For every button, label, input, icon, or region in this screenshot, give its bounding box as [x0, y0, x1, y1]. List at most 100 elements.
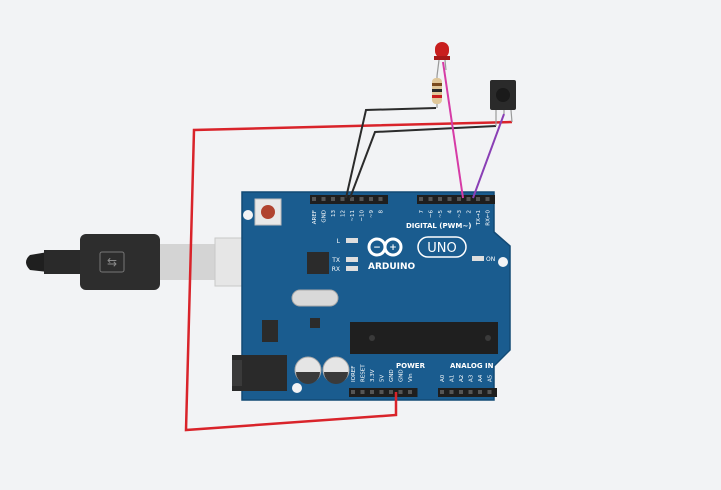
mounting-hole — [498, 257, 508, 267]
pin-label: 3.3V — [370, 369, 376, 382]
svg-text:⇆: ⇆ — [107, 255, 117, 269]
header-pin[interactable] — [428, 197, 433, 201]
pin-label: 8 — [379, 210, 385, 214]
header-pin[interactable] — [398, 390, 403, 394]
pin-label: 2 — [467, 210, 473, 214]
brand-label: ARDUINO — [368, 262, 416, 272]
pin-label: ~10 — [360, 210, 366, 222]
pin-label: TX→1 — [476, 210, 482, 226]
pin-label: A5 — [488, 374, 494, 382]
header-pin[interactable] — [321, 197, 326, 201]
header-pin[interactable] — [350, 197, 354, 201]
pin-label: A0 — [440, 374, 446, 382]
pin-label: GND — [389, 369, 395, 382]
pin-label: GND — [322, 210, 328, 223]
wire-signal-led[interactable] — [442, 61, 464, 199]
mounting-hole — [292, 383, 302, 393]
mounting-hole — [243, 210, 253, 220]
header-pin[interactable] — [476, 197, 480, 201]
wire-signal-ir[interactable] — [472, 113, 505, 199]
header-pin[interactable] — [419, 197, 423, 201]
usb-cable[interactable]: ⇆ — [26, 234, 276, 290]
ir-receiver[interactable] — [490, 80, 516, 126]
mounting-hole — [498, 367, 508, 377]
pin-label: ~9 — [369, 210, 375, 219]
led-l-label: L — [337, 238, 341, 245]
pin-label: AREF — [312, 210, 318, 224]
header-pin[interactable] — [487, 390, 492, 394]
pin-label: 12 — [341, 210, 347, 217]
usb-chip — [307, 252, 329, 274]
header-pin[interactable] — [359, 197, 364, 201]
header-pin[interactable] — [312, 197, 316, 201]
model-label: UNO — [427, 241, 456, 256]
header-pin[interactable] — [408, 390, 412, 394]
arduino-logo: − + — [367, 237, 403, 257]
pin-label: ~3 — [457, 210, 463, 219]
header-pin[interactable] — [378, 197, 383, 201]
small-chip — [310, 318, 320, 328]
pin-label: IOREF — [351, 366, 357, 382]
pin-label: RESET — [361, 364, 367, 382]
header-pin[interactable] — [370, 390, 374, 394]
pin-label: A2 — [459, 375, 465, 382]
uno-badge — [417, 236, 467, 258]
reset-button[interactable] — [254, 198, 282, 226]
pin-label: A4 — [478, 374, 484, 382]
pin-label: 4 — [448, 210, 454, 214]
capacitor — [294, 356, 322, 384]
led-rx-label: RX — [332, 266, 340, 273]
header-pin[interactable] — [389, 390, 393, 394]
resistor[interactable] — [432, 76, 442, 108]
header-pin[interactable] — [438, 197, 442, 201]
header-pin[interactable] — [485, 197, 490, 201]
capacitor — [322, 356, 350, 384]
header-pin[interactable] — [478, 390, 482, 394]
pin-label: A1 — [450, 375, 456, 382]
wires[interactable] — [184, 61, 513, 432]
header-pin[interactable] — [379, 390, 384, 394]
header-pin[interactable] — [331, 197, 335, 201]
header-pin[interactable] — [459, 390, 463, 394]
voltage-regulator — [262, 320, 278, 342]
wire-ground-ir[interactable] — [349, 125, 497, 199]
pin-label: ~6 — [429, 210, 435, 219]
wire-ground-resistor[interactable] — [345, 107, 437, 199]
header-pin[interactable] — [360, 390, 365, 394]
pin-label: 7 — [419, 210, 425, 214]
red-led[interactable] — [434, 42, 450, 77]
pin-label: RX←0 — [486, 210, 492, 226]
led-tx-indicator — [346, 257, 358, 262]
svg-text:−: − — [373, 243, 381, 253]
led-l-indicator — [346, 238, 358, 243]
pin-label: 13 — [331, 210, 337, 217]
header-pin[interactable] — [466, 197, 471, 201]
pin-label: Vin — [408, 373, 414, 382]
power-header-label: POWER — [396, 362, 426, 370]
svg-text:+: + — [389, 243, 397, 253]
led-on-indicator — [472, 256, 484, 261]
analog-header-label: ANALOG IN — [450, 362, 494, 370]
led-tx-label: TX — [331, 257, 340, 264]
wire-5v-power[interactable] — [184, 120, 513, 432]
header-pin[interactable] — [468, 390, 473, 394]
on-label: ON — [486, 256, 495, 263]
header-pin[interactable] — [457, 197, 461, 201]
pin-label: GND — [399, 369, 405, 382]
led-rx-indicator — [346, 266, 358, 271]
header-pin[interactable] — [340, 197, 345, 201]
header-pin[interactable] — [351, 390, 355, 394]
header-pin[interactable] — [449, 390, 454, 394]
pin-label: 5V — [380, 375, 386, 382]
header-pin[interactable] — [447, 197, 452, 201]
arduino-board[interactable]: L TX RX ON − + ARDUINO UNO DIGITAL (PWM~… — [232, 191, 511, 401]
digital-header-label: DIGITAL (PWM~) — [406, 222, 471, 230]
header-pin[interactable] — [369, 197, 373, 201]
header-pin[interactable] — [440, 390, 444, 394]
crystal-oscillator — [291, 289, 339, 307]
